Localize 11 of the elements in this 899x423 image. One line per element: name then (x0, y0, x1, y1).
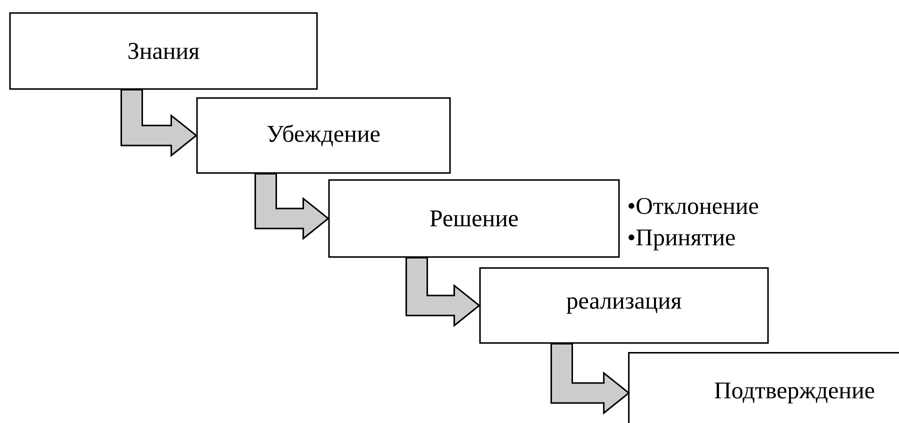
block-arrow (550, 343, 630, 415)
process-box: реализация (479, 267, 769, 344)
process-box: Убеждение (196, 97, 451, 174)
block-arrow (120, 89, 198, 158)
block-arrow (254, 173, 330, 240)
bullet-item: •Отклонение (628, 198, 758, 214)
process-box: Знания (9, 12, 318, 90)
process-box: Подтверждение (628, 352, 899, 423)
block-arrow (406, 257, 480, 328)
process-box: Решение (328, 179, 620, 258)
bullet-item: •Принятие (628, 230, 735, 250)
